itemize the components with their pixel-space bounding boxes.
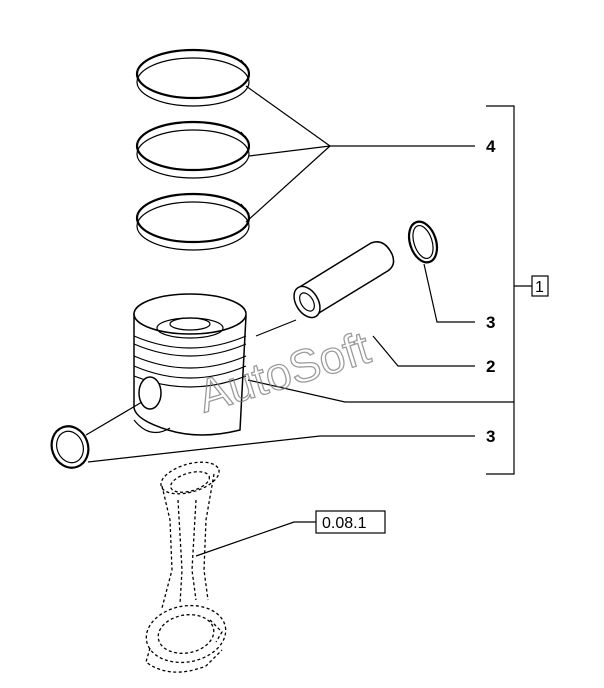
callout-piston-pin: 2 [486,357,495,376]
callout-assembly: 1 [535,279,544,296]
piston-ring-top [135,48,251,107]
connecting-rod [145,461,227,673]
snap-ring-lower [50,425,90,469]
piston-pin [293,241,395,319]
reference-connecting-rod: 0.08.1 [322,515,367,532]
piston [133,293,247,436]
leader-line-snap-ring-lower [85,401,475,463]
leader-line-piston-pin [372,335,475,367]
callout-snap-ring-lower: 3 [486,427,495,446]
piston-ring-middle [135,120,251,179]
assembly-bracket [486,105,549,475]
leader-line-connecting-rod [195,510,386,557]
leader-lines-rings [245,85,475,223]
snap-ring-upper [407,220,439,264]
piston-ring-bottom [135,192,251,251]
leader-line-snap-ring-upper [423,263,475,323]
leader-line-piston [247,319,514,403]
callout-piston-rings: 4 [486,137,496,156]
callout-snap-ring-upper: 3 [486,313,495,332]
